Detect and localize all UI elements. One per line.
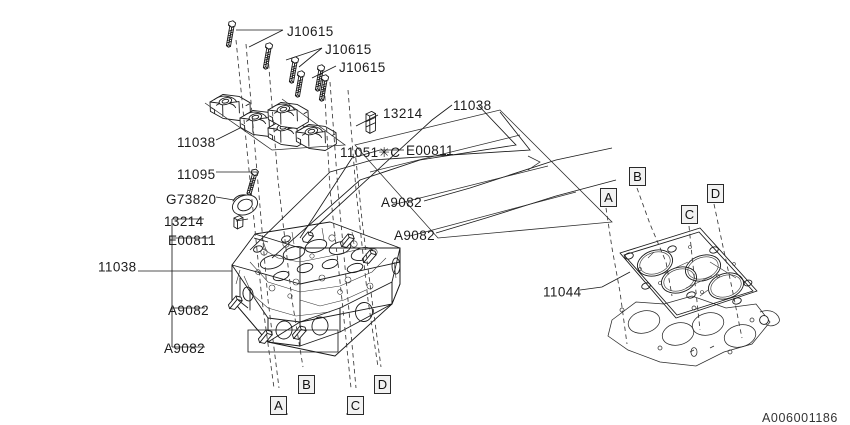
callout-marker-d-bottom[interactable]: D: [374, 375, 391, 394]
callout-marker-b-right[interactable]: B: [629, 167, 646, 186]
valve-spring-plug-group: [231, 167, 260, 216]
part-label-a9082-lower-right: A9082: [394, 228, 436, 243]
callout-marker-a-bottom[interactable]: A: [270, 396, 287, 415]
seal-e00811-on-head: [253, 235, 291, 253]
cam-cap-assembly: [204, 19, 347, 151]
label-bracket-11038: [138, 218, 232, 348]
chevron-marker: [527, 155, 541, 171]
part-label-11095: 11095: [177, 167, 216, 182]
part-label-j10615-2: J10615: [325, 42, 372, 57]
stud-a9082-4: [339, 233, 355, 248]
callout-marker-b-bottom[interactable]: B: [298, 375, 315, 394]
part-label-11051c: 11051✳C: [340, 145, 401, 160]
cam-cap-bolt-1: [224, 19, 237, 49]
leader-11044: [579, 271, 631, 291]
part-label-11038-main: 11038: [98, 259, 137, 275]
part-label-13214-left: 13214: [164, 214, 204, 229]
callout-marker-d-right[interactable]: D: [707, 184, 724, 203]
callout-marker-c-right[interactable]: C: [681, 205, 698, 224]
seal-g73820-outer: [231, 194, 259, 216]
drawing-id-label: A006001186: [762, 411, 838, 425]
leaders-left: [215, 127, 339, 353]
dowel-pin-13214-left: [233, 215, 244, 230]
part-label-11038-top-right: 11038: [453, 98, 492, 113]
stud-a9082-6: [301, 231, 314, 244]
part-label-11044: 11044: [543, 284, 582, 300]
alignment-dashed-lines: [235, 39, 382, 389]
part-label-11038-left: 11038: [177, 135, 216, 150]
stud-a9082-group: [227, 231, 377, 344]
callout-marker-a-right[interactable]: A: [600, 188, 617, 207]
part-label-a9082-left-lower: A9082: [164, 341, 206, 356]
leaders-j10615: [236, 29, 337, 79]
part-label-j10615-1: J10615: [287, 24, 334, 39]
callout-marker-c-bottom[interactable]: C: [347, 396, 364, 415]
right-alignment-dashed-lines: [605, 187, 743, 345]
cam-cap-bolt-3: [287, 55, 300, 85]
part-label-a9082-left-upper: A9082: [168, 303, 210, 318]
cam-cap-group-outline: [204, 98, 347, 151]
stud-a9082-1: [227, 295, 243, 310]
stud-a9082-2: [257, 329, 273, 344]
part-label-13214-top: 13214: [383, 106, 423, 121]
part-label-e00811-left: E00811: [168, 233, 216, 248]
part-label-a9082-upper-right: A9082: [381, 195, 423, 210]
cam-cap-5: [295, 123, 337, 151]
cylinder-head-casting: [231, 221, 401, 357]
cam-cap-bolt-2: [261, 41, 274, 71]
dowel-pin-13214-top: [365, 110, 377, 134]
part-label-j10615-3: J10615: [339, 60, 386, 75]
leaders-top-right-fan: [249, 104, 617, 259]
cylinder-head-gasket: [607, 227, 780, 367]
part-label-g73820: G73820: [166, 192, 217, 207]
stud-a9082-5: [361, 249, 377, 264]
part-label-e00811-top: E00811: [406, 143, 454, 158]
